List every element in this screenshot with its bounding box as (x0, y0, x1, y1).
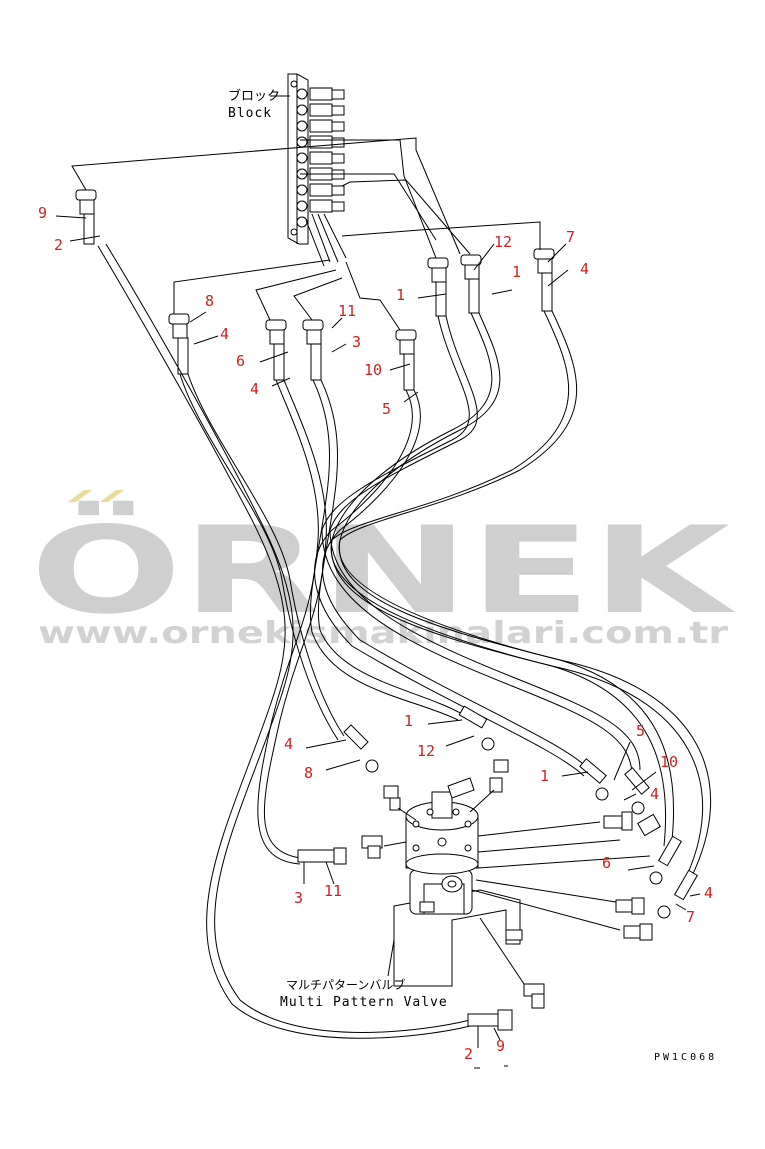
end-4-8 (343, 724, 379, 773)
end-10-4 (624, 767, 650, 815)
callout-number: 2 (54, 236, 63, 254)
end-6 (649, 835, 683, 885)
callout-number: 5 (382, 400, 391, 418)
callout-number: 4 (284, 735, 293, 753)
callout-number: 2 (464, 1045, 473, 1063)
callout-number: 4 (250, 380, 259, 398)
fitting-mid-b (265, 319, 287, 381)
callout-number: 10 (660, 753, 678, 771)
fitting-right-b (460, 254, 482, 314)
callout-number: 3 (294, 889, 303, 907)
block-assembly (287, 73, 347, 267)
fitting-mid-d (395, 329, 417, 391)
callout-number: 1 (396, 286, 405, 304)
leader-lines (55, 215, 701, 1048)
callout-number: 1 (404, 712, 413, 730)
callout-number: 7 (566, 228, 575, 246)
callout-number: 11 (338, 302, 356, 320)
callout-number: 10 (364, 361, 382, 379)
callout-number: 4 (580, 260, 589, 278)
elbow-h (523, 983, 545, 1009)
watermark-url: www.ornekismakinalari.com.tr (38, 616, 728, 651)
watermark-accent-mark (68, 490, 92, 502)
elbow-a (383, 785, 401, 811)
callout-number: 11 (324, 882, 342, 900)
drawing-code: PW1C068 (654, 1052, 717, 1063)
text-labels: ブロック Block マルチパターンバルブ Multi Pattern Valv… (228, 88, 717, 1069)
callouts: 9 2 12 7 1 4 1 8 4 11 3 6 4 10 5 1 12 4 … (38, 204, 713, 1063)
callout-number: 6 (236, 352, 245, 370)
watermark-brand: ÖRNEK (30, 501, 736, 641)
multi-pattern-valve (383, 777, 651, 987)
elbow-c (603, 811, 633, 831)
callout-number: 4 (704, 884, 713, 902)
valve-label-en: Multi Pattern Valve (280, 995, 448, 1010)
watermark-accent-mark (100, 490, 124, 502)
callout-number: 1 (512, 263, 521, 281)
callout-number: 1 (540, 767, 549, 785)
pilot-lines (71, 137, 541, 331)
end-3-11 (297, 847, 347, 865)
block-ports (290, 80, 345, 236)
callout-number: 3 (352, 333, 361, 351)
fitting-mid-a (168, 313, 190, 375)
block-label-jp: ブロック (228, 88, 280, 104)
fitting-right-a (427, 257, 449, 317)
callout-number: 4 (220, 325, 229, 343)
elbow-d (637, 813, 661, 837)
callout-number: 8 (304, 764, 313, 782)
fitting-mid-c (302, 319, 324, 381)
callout-number: 6 (602, 854, 611, 872)
callout-number: 4 (650, 785, 659, 803)
callout-number: 8 (205, 292, 214, 310)
hoses (97, 243, 712, 1039)
callout-number: 5 (636, 722, 645, 740)
elbow-b (489, 759, 509, 793)
bottom-fittings (297, 705, 699, 1031)
watermark: ÖRNEK www.ornekismakinalari.com.tr (30, 490, 736, 651)
callout-number: 12 (494, 233, 512, 251)
top-fittings (75, 189, 555, 391)
fitting-left-top (75, 189, 97, 245)
block-label-en: Block (228, 106, 272, 121)
fitting-right-c (533, 248, 555, 312)
end-4-7 (657, 869, 699, 919)
elbow-f (615, 897, 645, 915)
callout-number: 7 (686, 908, 695, 926)
end-1-12 (458, 705, 495, 751)
elbow-g (623, 923, 653, 941)
callout-number: 9 (38, 204, 47, 222)
callout-number: 12 (417, 742, 435, 760)
end-2-9 (467, 1009, 513, 1031)
callout-number: 9 (496, 1037, 505, 1055)
elbow-e (361, 835, 383, 859)
valve-label-jp: マルチパターンバルブ (286, 977, 405, 992)
end-1-right (579, 758, 609, 801)
